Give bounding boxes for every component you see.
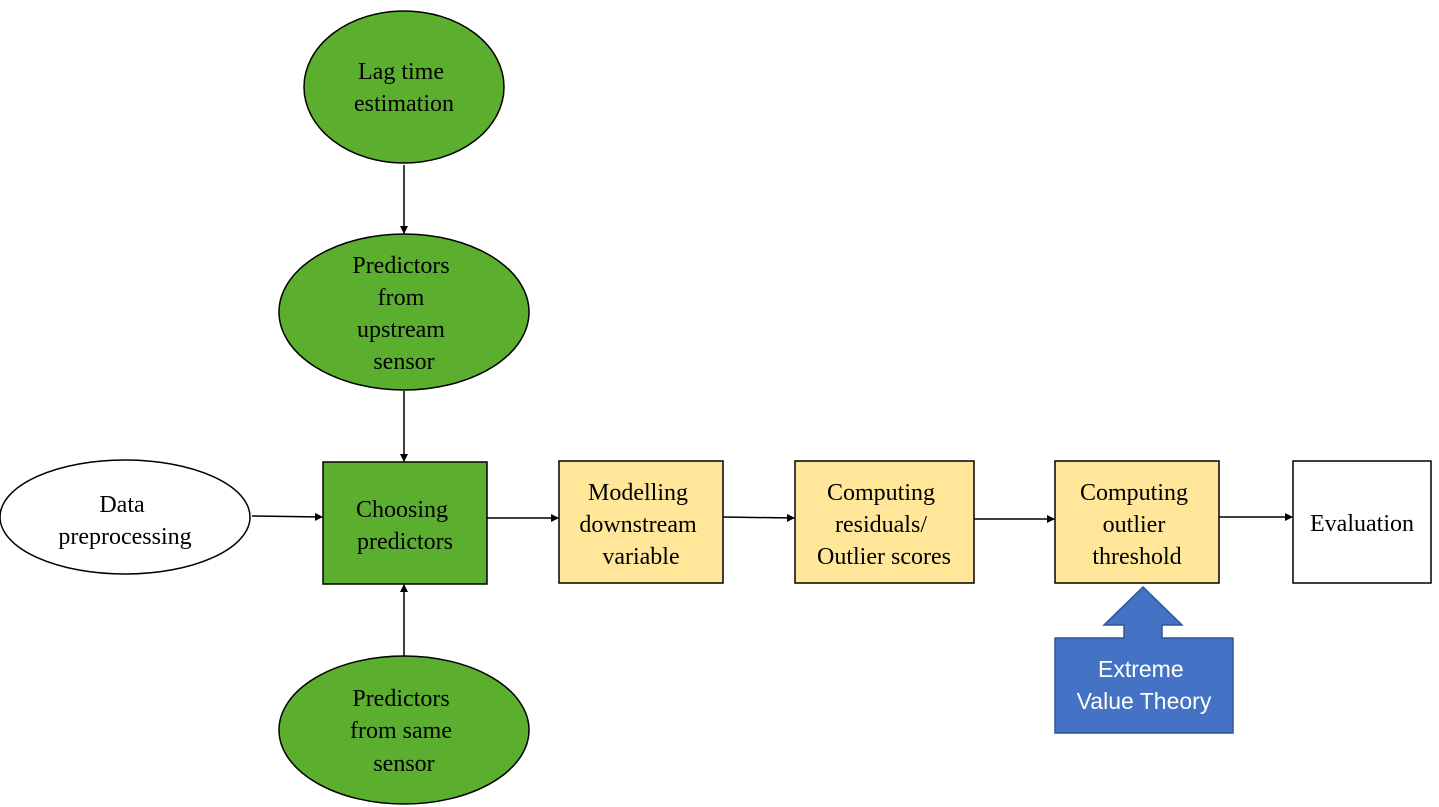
node-choosing-predictors-label: Choosing predictors <box>356 497 454 555</box>
node-data-preprocessing-label: Data preprocessing <box>58 492 191 550</box>
up-arrow-shape <box>1054 585 1234 734</box>
callout-extreme-value-theory-label: Extreme Value Theory <box>1077 656 1212 714</box>
node-choosing-predictors: Choosing predictors <box>322 461 488 585</box>
arrow-preprocessing-to-choosing <box>251 512 323 521</box>
node-lag-time-label: Lag time estimation <box>354 59 454 117</box>
node-evaluation-label: Evaluation <box>1310 511 1414 537</box>
node-modelling-downstream-label: Modelling downstream variable <box>579 480 702 570</box>
node-data-preprocessing: Data preprocessing <box>0 459 251 575</box>
callout-extreme-value-theory: Extreme Value Theory <box>1054 585 1234 734</box>
node-computing-threshold: Computing outlier threshold <box>1054 460 1220 584</box>
node-lag-time-estimation: Lag time estimation <box>303 10 505 164</box>
node-predictors-upstream: Predictors from upstream sensor <box>278 233 530 391</box>
arrow-modelling-to-residuals <box>722 513 795 522</box>
node-computing-residuals-label: Computing residuals/ Outlier scores <box>817 480 951 570</box>
node-evaluation: Evaluation <box>1292 460 1432 584</box>
node-computing-threshold-label: Computing outlier threshold <box>1080 480 1194 570</box>
node-modelling-downstream: Modelling downstream variable <box>558 460 724 584</box>
node-computing-residuals: Computing residuals/ Outlier scores <box>794 460 975 584</box>
node-predictors-same-sensor-label: Predictors from same sensor <box>350 686 458 777</box>
node-predictors-same-sensor: Predictors from same sensor <box>278 655 530 805</box>
node-predictors-upstream-label: Predictors from upstream sensor <box>352 253 455 375</box>
